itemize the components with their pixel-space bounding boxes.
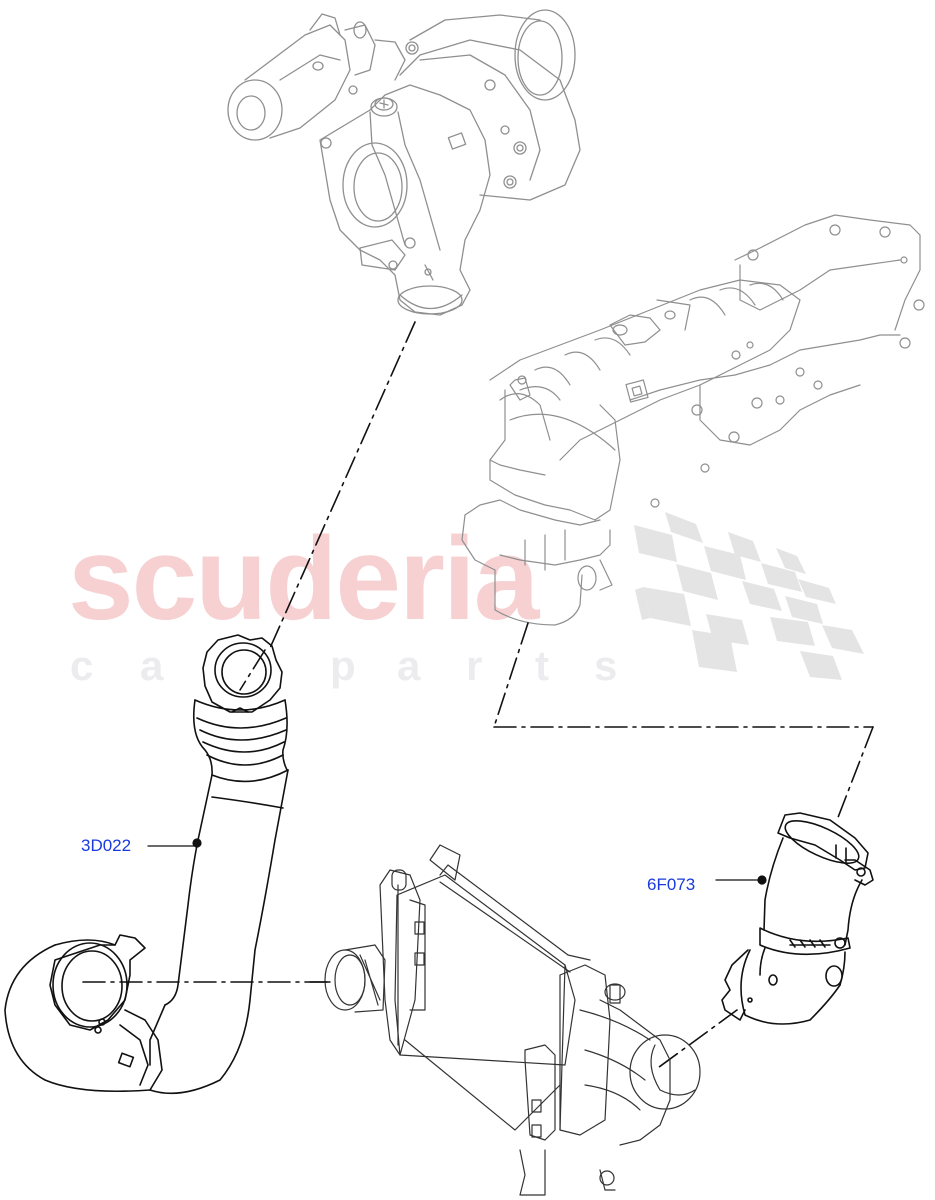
watermark-letter: a [140, 642, 164, 689]
watermark-letter: p [330, 642, 356, 689]
turbocharger[interactable] [227, 9, 581, 316]
watermark-letter: s [594, 642, 618, 689]
part-callout-3D022[interactable]: 3D022 [81, 836, 132, 855]
watermark-letter: t [535, 642, 549, 689]
intake-manifold[interactable] [461, 214, 925, 626]
charge-air-cooler[interactable] [309, 844, 701, 1196]
reference-lines [82, 321, 874, 1071]
intercooler-hose-lower[interactable] [4, 634, 289, 1095]
watermark-letter: c [70, 642, 94, 689]
part-callout-6F073[interactable]: 6F073 [647, 875, 696, 894]
watermark-letter: r [466, 642, 483, 689]
watermark-brand: scuderia [68, 513, 539, 645]
watermark-letter: a [397, 642, 421, 689]
intercooler-outlet-hose[interactable] [715, 812, 874, 1025]
